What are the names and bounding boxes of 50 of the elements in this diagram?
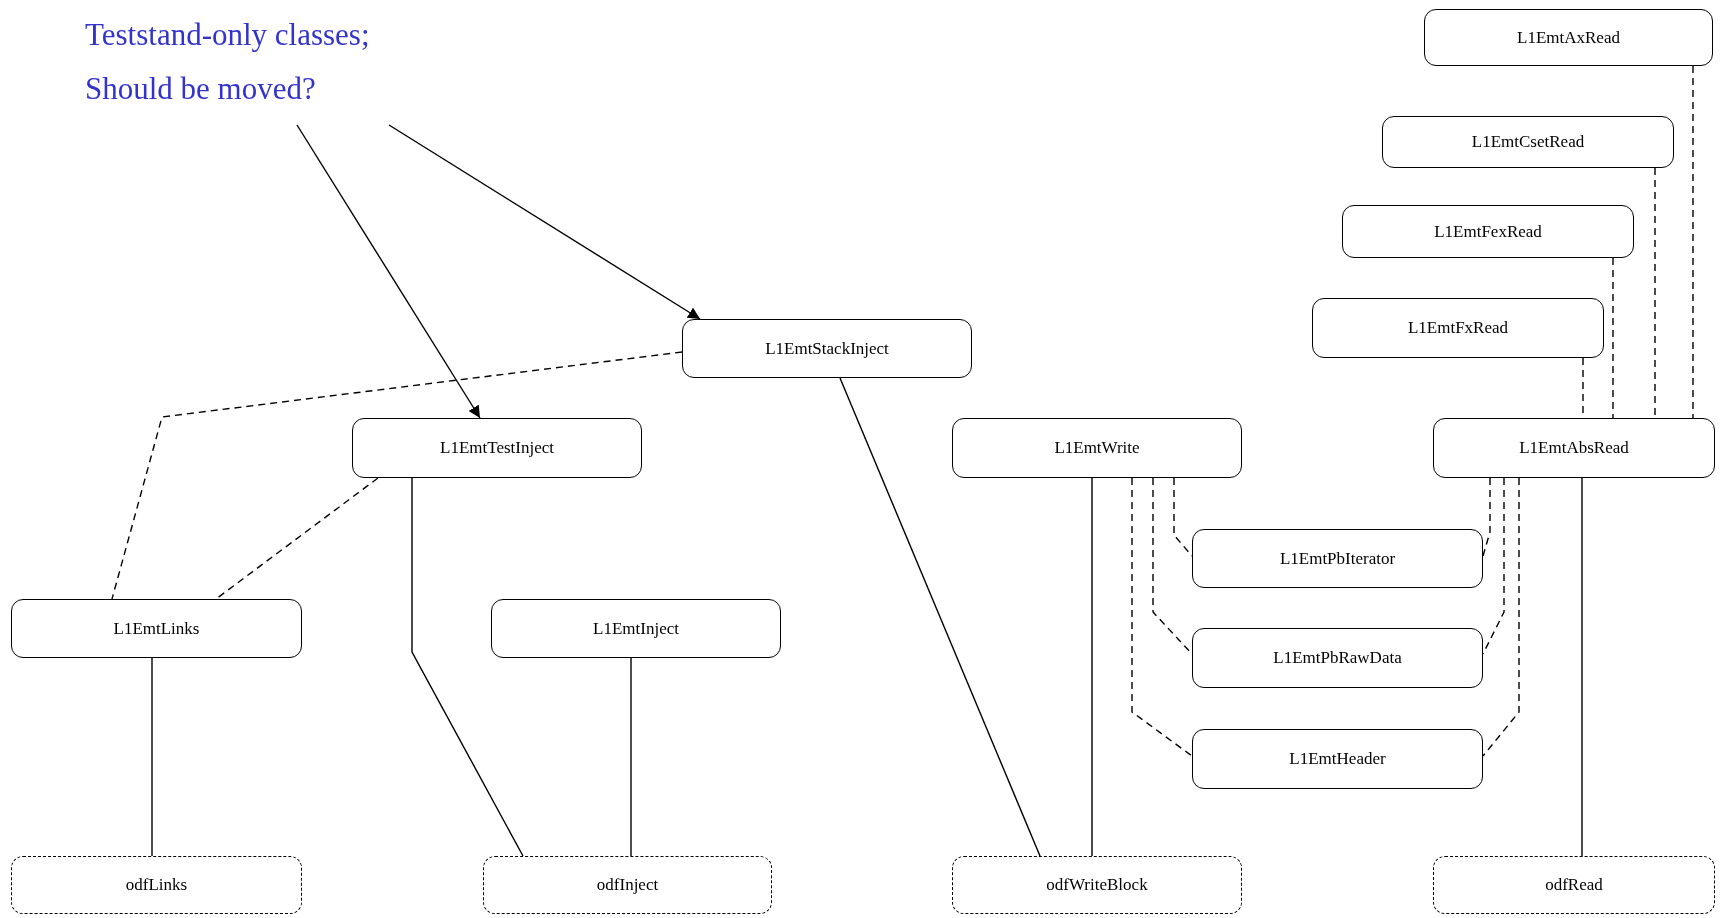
class-box <box>682 319 972 378</box>
class-name: odfLinks <box>125 875 188 895</box>
connector-line <box>111 351 683 600</box>
class-name: L1EmtLinks <box>113 618 200 639</box>
connector-line <box>1131 477 1193 757</box>
connector-line <box>1482 477 1520 757</box>
class-box <box>952 418 1242 478</box>
class-box <box>1192 628 1483 688</box>
external-class-box <box>952 856 1242 914</box>
arrow <box>388 124 701 320</box>
class-name: L1EmtFexRead <box>1434 221 1542 242</box>
connector-line <box>1482 477 1491 557</box>
connector-line <box>1692 65 1694 419</box>
connector-line <box>411 477 524 857</box>
class-box <box>1192 529 1483 588</box>
class-name: L1EmtTestInject <box>440 438 554 458</box>
external-class-box <box>483 856 772 914</box>
class-box <box>1312 298 1604 358</box>
class-name: L1EmtCsetRead <box>1471 132 1585 152</box>
class-box <box>1433 418 1715 478</box>
class-box <box>1192 729 1483 789</box>
connector-line <box>1091 477 1093 857</box>
annotation-text: Teststand-only classes; Should be moved? <box>85 8 430 125</box>
class-box <box>1342 205 1634 258</box>
class-name: L1EmtAxRead <box>1517 27 1620 48</box>
class-name: odfWriteBlock <box>1046 875 1148 895</box>
external-class-box <box>11 856 302 914</box>
arrow <box>296 124 481 419</box>
class-box <box>1382 116 1674 168</box>
class-box <box>1424 9 1713 66</box>
class-name: L1EmtHeader <box>1289 749 1386 769</box>
connector-line <box>215 477 379 600</box>
connector-line <box>630 657 632 857</box>
class-name: L1EmtInject <box>593 618 679 639</box>
class-name: odfInject <box>596 875 659 895</box>
external-class-box <box>1433 856 1715 914</box>
class-box <box>11 599 302 658</box>
class-name: L1EmtAbsRead <box>1519 438 1629 458</box>
class-name: L1EmtFxRead <box>1407 318 1509 338</box>
connector-line <box>1581 477 1583 857</box>
class-name: L1EmtWrite <box>1054 438 1140 458</box>
connector-line <box>1612 257 1614 419</box>
connector-line <box>151 657 153 857</box>
class-name: L1EmtPbIterator <box>1279 548 1396 569</box>
class-box <box>352 418 642 478</box>
class-name: L1EmtStackInject <box>765 338 889 359</box>
connector-line <box>839 377 1041 857</box>
class-name: L1EmtPbRawData <box>1273 648 1402 668</box>
class-box <box>491 599 781 658</box>
class-name: odfRead <box>1545 875 1603 895</box>
